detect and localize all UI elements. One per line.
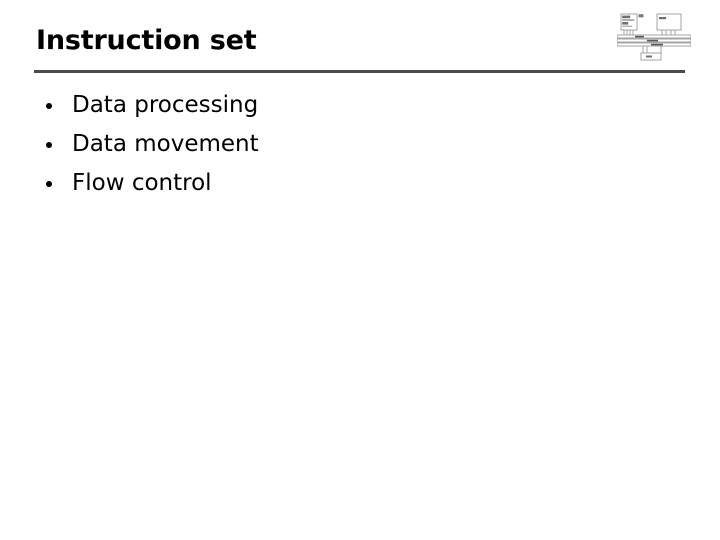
list-item-label: Flow control bbox=[72, 170, 212, 196]
bullet-dot-icon bbox=[46, 142, 52, 148]
page-title: Instruction set bbox=[36, 25, 257, 56]
title-divider bbox=[34, 70, 685, 73]
bullet-dot-icon bbox=[46, 181, 52, 187]
list-item-label: Data movement bbox=[72, 131, 259, 157]
list-item: Flow control bbox=[40, 164, 620, 203]
list-item: Data processing bbox=[40, 86, 620, 125]
bullet-list: Data processing Data movement Flow contr… bbox=[40, 86, 620, 203]
list-item: Data movement bbox=[40, 125, 620, 164]
list-item-label: Data processing bbox=[72, 92, 259, 118]
bullet-dot-icon bbox=[46, 103, 52, 109]
computer-architecture-diagram-icon bbox=[617, 11, 691, 63]
title-block: Instruction set bbox=[36, 24, 596, 58]
